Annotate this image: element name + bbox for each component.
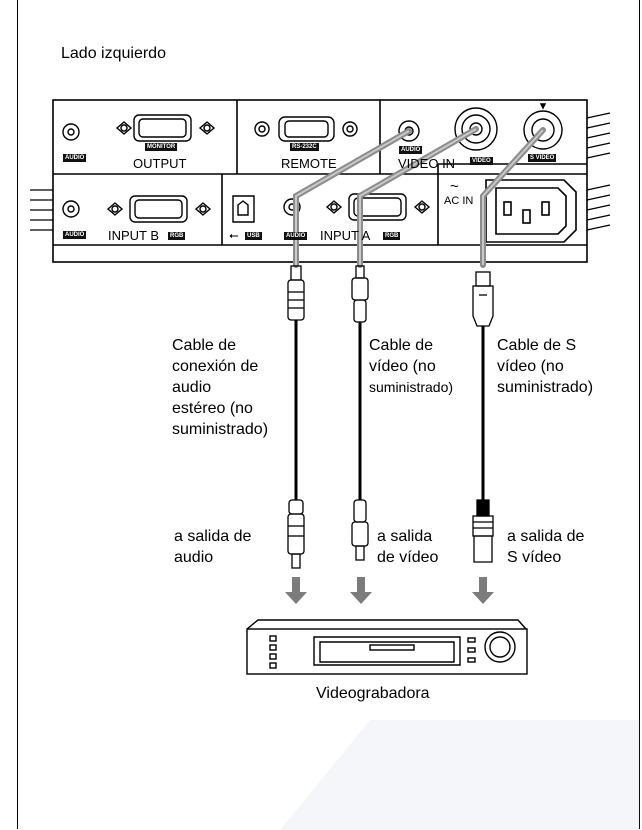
projector-panel [52, 99, 588, 263]
rs232c-port [254, 116, 358, 142]
input-b-port [106, 195, 212, 223]
input-a-audio-badge: AUDIO [284, 232, 308, 240]
s-video-badge: S VIDEO [528, 154, 557, 162]
input-a-rgb-badge: RGB [383, 232, 401, 240]
monitor-port [115, 114, 216, 142]
cables [294, 320, 485, 500]
video-in-label: VIDEO IN [398, 156, 456, 171]
usb-symbol-icon: ⭠ [229, 228, 239, 242]
vcr-device [246, 619, 528, 675]
down-arrow-icons [285, 577, 494, 604]
output-audio-badge: AUDIO [63, 154, 87, 162]
video-out-line: de vídeo [377, 549, 439, 566]
ac-in-socket [485, 179, 577, 243]
svideo-cable-label: Cable de S vídeo (no suministrado) [497, 335, 593, 398]
svideo-out-line: a salida de [507, 528, 585, 545]
video-in-jacks [398, 103, 563, 151]
remote-label: REMOTE [281, 156, 337, 171]
video-plug-top [351, 265, 369, 323]
svideo-cable-line: suministrado) [497, 379, 594, 396]
usb-badge: USB [245, 232, 262, 240]
video-badge: VIDEO [470, 157, 493, 165]
device-label: Videograbadora [316, 685, 430, 702]
audio-cable-label: Cable de conexión de audio estéreo (no s… [172, 335, 268, 440]
input-b-label: INPUT B [108, 228, 160, 243]
output-audio-jack [62, 123, 80, 141]
input-b-audio-jack [62, 200, 80, 218]
audio-cable-line: conexión de [172, 358, 259, 375]
ac-in-tilde: ~ [450, 178, 459, 195]
video-cable-line: vídeo (no [369, 358, 436, 375]
audio-cable-line: estéreo (no [172, 400, 253, 417]
audio-cable-line: Cable de [172, 337, 237, 354]
svideo-out-line: S vídeo [507, 549, 562, 566]
audio-out-label: a salida de audio [174, 526, 251, 568]
page-frame [17, 0, 640, 829]
video-plug-bottom [351, 499, 369, 561]
ac-in-label: AC IN [444, 195, 474, 207]
video-in-audio-badge: AUDIO [399, 146, 423, 154]
audio-out-line: a salida de [174, 528, 252, 545]
audio-out-line: audio [174, 549, 214, 566]
svideo-cable-line: Cable de S [497, 337, 577, 354]
video-cable-line: suministrado) [369, 379, 454, 395]
input-b-audio-badge: AUDIO [63, 231, 87, 239]
video-out-label: a salida de vídeo [377, 526, 438, 568]
watermark-shape [280, 720, 640, 830]
usb-port [232, 195, 255, 223]
audio-plug-bottom [287, 499, 305, 569]
cable-highlight [295, 128, 544, 265]
svideo-cable-line: vídeo (no [497, 358, 564, 375]
video-cable-label: Cable de vídeo (no suministrado) [369, 335, 453, 398]
svideo-plug-bottom [472, 499, 494, 563]
svideo-plug-top [472, 271, 494, 327]
audio-cable-line: audio [172, 379, 212, 396]
monitor-badge: MONITOR [145, 143, 178, 151]
video-out-line: a salida [377, 528, 433, 545]
svideo-out-label: a salida de S vídeo [507, 526, 584, 568]
input-b-rgb-badge: RGB [168, 232, 186, 240]
rs232c-badge: RS-232C [290, 143, 319, 151]
input-a-port [325, 193, 431, 221]
output-label: OUTPUT [133, 156, 187, 171]
audio-cable-line: suministrado) [172, 421, 269, 438]
vent-fins [30, 112, 611, 231]
input-a-label: INPUT A [320, 228, 371, 243]
page-heading: Lado izquierdo [61, 45, 166, 62]
video-cable-line: Cable de [369, 337, 434, 354]
audio-plug-top [287, 265, 305, 321]
